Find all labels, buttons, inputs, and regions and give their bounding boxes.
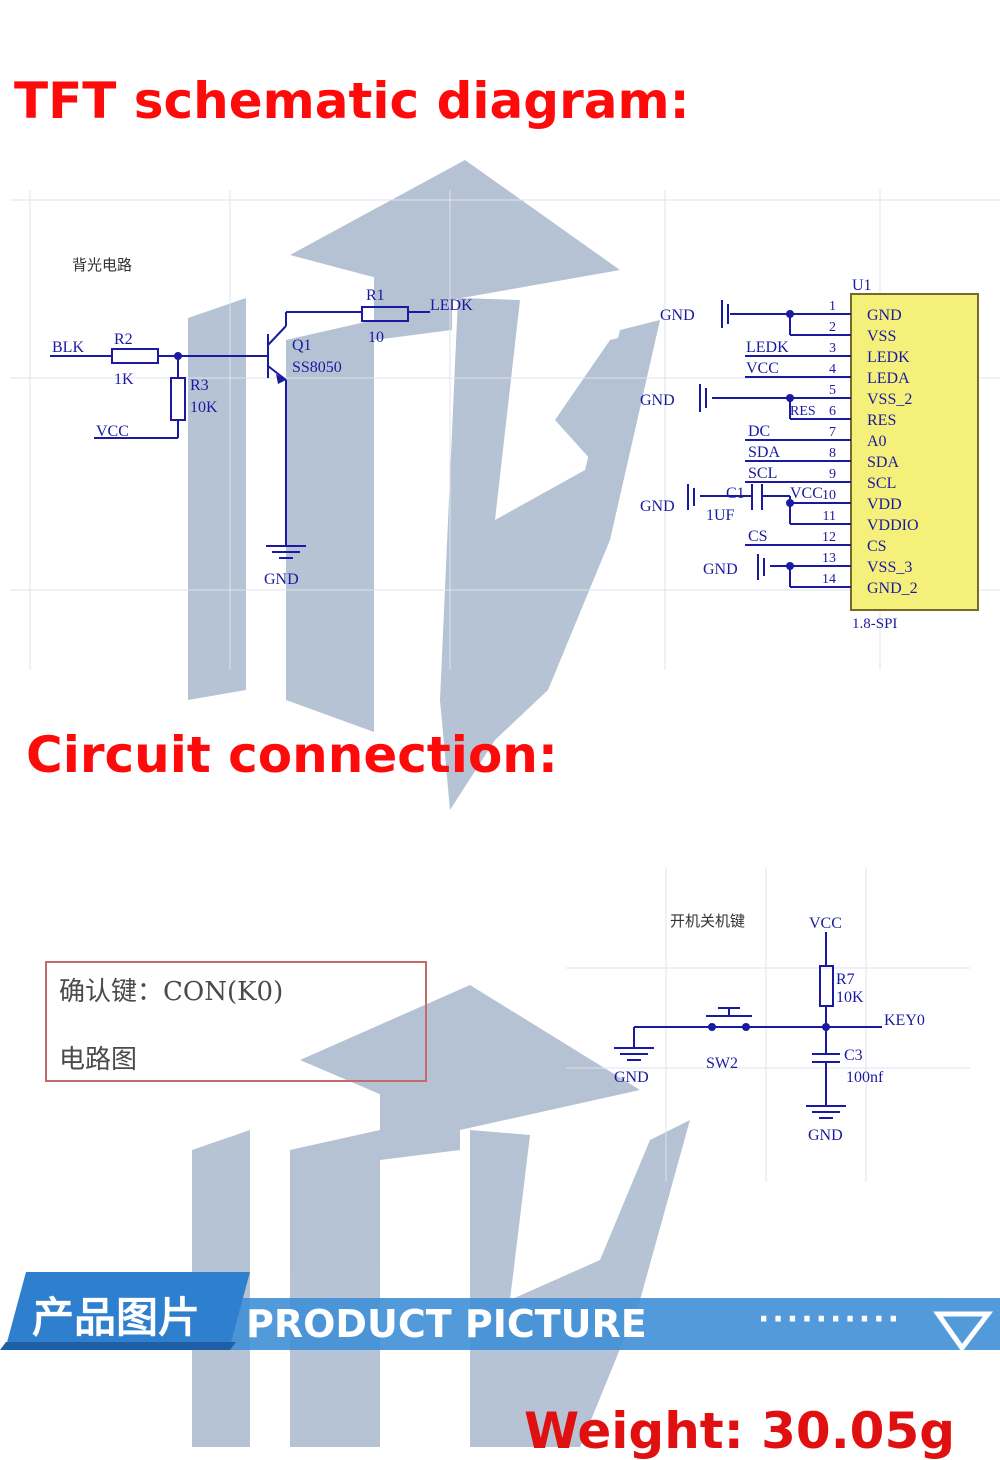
c3-value: 100nf (846, 1069, 884, 1086)
connector-part: 1.8-SPI (852, 616, 897, 632)
pin-name: VSS_3 (867, 559, 912, 576)
pin-name: VSS_2 (867, 391, 912, 408)
net-res: RES (790, 404, 816, 419)
net-dc: DC (748, 423, 770, 440)
net-gnd: GND (640, 392, 675, 409)
pin-name: VDDIO (867, 517, 919, 534)
connector-ref: U1 (852, 277, 872, 294)
pin-num: 2 (829, 320, 836, 335)
c3-label: C3 (844, 1047, 863, 1064)
pin-num: 8 (829, 446, 836, 461)
net-cs: CS (748, 528, 768, 545)
key-vcc-label: VCC (809, 915, 842, 932)
product-picture-banner (0, 1272, 1000, 1353)
r1-resistor (361, 306, 409, 322)
pin-name: GND_2 (867, 580, 918, 597)
r3-value: 10K (190, 399, 218, 416)
r7-label: R7 (836, 971, 855, 988)
pin-num: 1 (829, 299, 836, 314)
connector-u1 (850, 293, 979, 611)
pin-num: 9 (829, 467, 836, 482)
weight-text: Weight: 30.05g (524, 1402, 956, 1460)
blk-label: BLK (52, 339, 84, 356)
net-gnd: GND (660, 307, 695, 324)
banner-title-en: PRODUCT PICTURE (246, 1302, 647, 1346)
pin-num: 13 (822, 551, 836, 566)
c1-value: 1UF (706, 507, 735, 524)
pin-num: 11 (823, 509, 836, 524)
r2-resistor (111, 348, 159, 364)
schematic-heading: TFT schematic diagram: (14, 72, 690, 130)
net-sda: SDA (748, 444, 780, 461)
pin-num: 12 (822, 530, 836, 545)
sw2-label: SW2 (706, 1055, 738, 1072)
pin-name: GND (867, 307, 902, 324)
r3-label: R3 (190, 377, 209, 394)
tft-schematic: 背光电路 BLK R2 1K R3 10K VCC R1 10 LEDK Q1 … (10, 190, 1000, 670)
key-label-subtitle: 电路图 (59, 1045, 138, 1075)
pin-num: 6 (829, 404, 836, 419)
pin-name: LEDK (867, 349, 910, 366)
backlight-title: 背光电路 (72, 257, 132, 274)
banner-title-cn: 产品图片 (32, 1293, 201, 1342)
pin-name: CS (867, 538, 887, 555)
net-vcc: VCC (746, 360, 779, 377)
q1-part: SS8050 (292, 359, 342, 376)
backlight-gnd-label: GND (264, 571, 299, 588)
pin-num: 5 (829, 383, 836, 398)
pin-name: A0 (867, 433, 887, 450)
net-gnd: GND (703, 561, 738, 578)
pin-num: 4 (829, 362, 836, 377)
pin-num: 3 (829, 341, 836, 356)
pin-name: VSS (867, 328, 896, 345)
q1-label: Q1 (292, 337, 312, 354)
banner-arrow-icon (933, 1311, 994, 1353)
r1-label: R1 (366, 287, 385, 304)
r2-value: 1K (114, 371, 134, 388)
c1-label: C1 (726, 485, 745, 502)
pin-name: VDD (867, 496, 902, 513)
net-ledk: LEDK (746, 339, 789, 356)
r7-resistor (819, 965, 834, 1007)
key-label-box: 确认键：CON(K0) 电路图 (45, 961, 427, 1082)
key-circuit-schematic: 开机关机键 VCC R7 10K KEY0 C3 100nf SW2 GND G… (566, 868, 970, 1182)
net-scl: SCL (748, 465, 777, 482)
pin-name: LEDA (867, 370, 910, 387)
circuit-connection-heading: Circuit connection: (26, 726, 558, 784)
key-label-title: 确认键：CON(K0) (59, 977, 284, 1007)
r3-resistor (170, 377, 186, 421)
r2-label: R2 (114, 331, 133, 348)
r7-value: 10K (836, 989, 864, 1006)
r1-value: 10 (368, 329, 384, 346)
pin-num: 14 (822, 572, 836, 587)
pin-name: RES (867, 412, 896, 429)
pin-name: SDA (867, 454, 899, 471)
key-gnd-bottom: GND (808, 1127, 843, 1144)
ledk-label: LEDK (430, 297, 473, 314)
banner-dots: ·········· (758, 1302, 902, 1337)
pin-num: 10 (822, 488, 836, 503)
net-gnd: GND (640, 498, 675, 515)
key0-label: KEY0 (884, 1012, 925, 1029)
key-circuit-title: 开机关机键 (670, 913, 745, 930)
net-vcc-10: VCC (790, 485, 823, 502)
pin-num: 7 (829, 425, 836, 440)
key-gnd-left: GND (614, 1069, 649, 1086)
vcc-label: VCC (96, 423, 129, 440)
pin-name: SCL (867, 475, 896, 492)
